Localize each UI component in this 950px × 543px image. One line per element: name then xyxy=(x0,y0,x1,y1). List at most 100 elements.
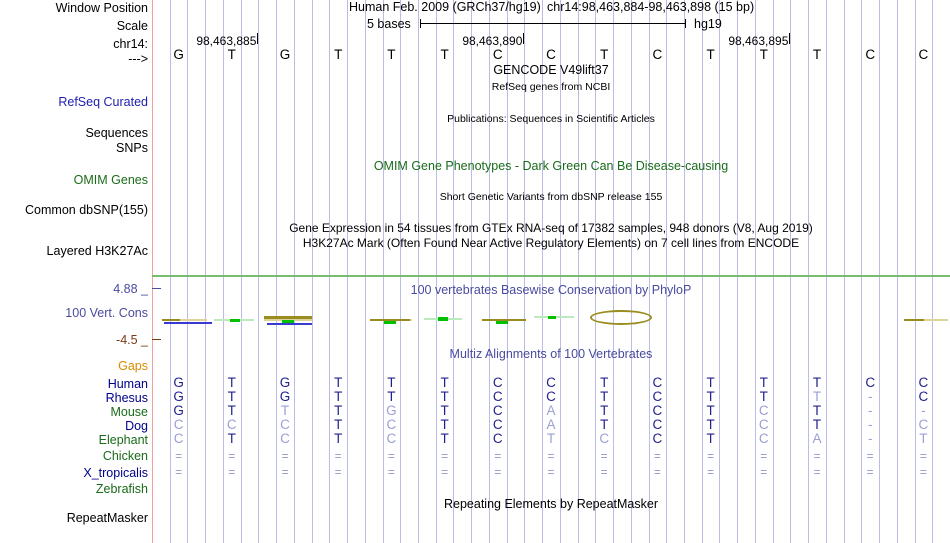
track-title-gencode[interactable]: GENCODE V49lift37 xyxy=(493,63,609,77)
alignment-base: T xyxy=(387,375,396,390)
label-layered-h3k27ac[interactable]: Layered H3K27Ac xyxy=(46,244,148,258)
label-100-vert-cons[interactable]: 100 Vert. Cons xyxy=(65,306,148,320)
alignment-base: C xyxy=(918,417,929,432)
alignment-base: = xyxy=(441,449,449,463)
alignment-base: C xyxy=(386,431,397,446)
alignment-base: = xyxy=(653,449,661,463)
alignment-base: T xyxy=(812,403,822,418)
label-omim-genes[interactable]: OMIM Genes xyxy=(73,173,148,187)
label-repeatmasker[interactable]: RepeatMasker xyxy=(66,511,148,525)
conservation-feature xyxy=(267,323,312,325)
alignment-base: C xyxy=(758,403,769,418)
conservation-feature xyxy=(482,319,526,321)
track-title-multiz[interactable]: Multiz Alignments of 100 Vertebrates xyxy=(449,347,653,361)
label-species-rhesus[interactable]: Rhesus xyxy=(105,391,148,405)
alignment-base: = xyxy=(228,449,236,463)
label-window-position[interactable]: Window Position xyxy=(55,1,148,15)
alignment-base: C xyxy=(758,417,769,432)
alignment-base: C xyxy=(546,375,556,390)
alignment-base: = xyxy=(281,449,289,463)
alignment-base: G xyxy=(279,389,291,404)
label-species-elephant[interactable]: Elephant xyxy=(98,433,148,447)
alignment-base: G xyxy=(173,375,184,390)
alignment-base: - xyxy=(867,431,873,446)
label-chrom[interactable]: chr14: xyxy=(113,37,148,51)
alignment-base: - xyxy=(867,417,873,432)
alignment-base: T xyxy=(600,417,609,432)
alignment-base: = xyxy=(547,465,555,479)
alignment-base: T xyxy=(334,417,343,432)
alignment-base: T xyxy=(440,375,449,390)
alignment-base: C xyxy=(173,431,184,446)
track-title-h3k27ac[interactable]: H3K27Ac Mark (Often Found Near Active Re… xyxy=(302,236,800,250)
alignment-base: = xyxy=(760,465,768,479)
label-species-mouse[interactable]: Mouse xyxy=(110,405,148,419)
label-common-dbsnp[interactable]: Common dbSNP(155) xyxy=(25,203,148,217)
track-title-omim[interactable]: OMIM Gene Phenotypes - Dark Green Can Be… xyxy=(373,159,729,173)
track-title-publications[interactable]: Publications: Sequences in Scientific Ar… xyxy=(447,113,655,125)
conservation-feature xyxy=(162,319,207,321)
conservation-feature xyxy=(162,319,180,321)
alignment-base: T xyxy=(706,375,715,390)
label-refseq-curated[interactable]: RefSeq Curated xyxy=(58,95,148,109)
alignment-base: C xyxy=(652,389,663,404)
alignment-base: T xyxy=(812,389,822,404)
conservation-feature xyxy=(230,319,240,322)
alignment-base: T xyxy=(706,431,715,446)
label-species-x-tropicalis[interactable]: X_tropicalis xyxy=(83,466,148,480)
alignment-base: C xyxy=(918,389,929,404)
alignment-base: T xyxy=(334,375,343,390)
alignment-base: T xyxy=(706,417,715,432)
label-strand-arrow[interactable]: ---> xyxy=(128,52,148,66)
alignment-base: = xyxy=(919,465,927,479)
alignment-base: T xyxy=(440,431,449,446)
reference-base: T xyxy=(387,47,396,62)
label-species-zebrafish[interactable]: Zebrafish xyxy=(95,482,148,496)
ruler-tick xyxy=(523,33,525,44)
ruler-tick xyxy=(789,33,791,44)
label-sequences[interactable]: Sequences xyxy=(85,126,148,140)
conservation-feature xyxy=(264,316,312,319)
alignment-base: T xyxy=(440,403,449,418)
alignment-base: = xyxy=(387,449,395,463)
alignment-base: = xyxy=(600,449,608,463)
cons-max-tick xyxy=(152,288,161,289)
alignment-base: C xyxy=(492,375,503,390)
alignment-base: = xyxy=(813,449,821,463)
alignment-base: T xyxy=(919,431,928,446)
label-snps[interactable]: SNPs xyxy=(116,141,148,155)
reference-base: C xyxy=(918,47,929,62)
alignment-base: C xyxy=(492,417,503,432)
label-scale[interactable]: Scale xyxy=(116,19,148,33)
track-title-phylop[interactable]: 100 vertebrates Basewise Conservation by… xyxy=(410,283,692,297)
alignment-base: C xyxy=(226,417,237,432)
label-species-human[interactable]: Human xyxy=(107,377,148,391)
alignment-base: C xyxy=(492,431,503,446)
alignment-base: = xyxy=(813,465,821,479)
alignment-base: A xyxy=(546,403,556,418)
label-column: Window Position Scale chr14: ---> RefSeq… xyxy=(0,0,152,543)
alignment-base: C xyxy=(652,403,663,418)
conservation-feature xyxy=(548,316,556,319)
alignment-base: C xyxy=(546,389,556,404)
track-title-refseq-ncbi[interactable]: RefSeq genes from NCBI xyxy=(491,81,611,93)
label-gaps[interactable]: Gaps xyxy=(118,359,148,373)
track-title-dbsnp[interactable]: Short Genetic Variants from dbSNP releas… xyxy=(439,191,663,203)
alignment-base: = xyxy=(760,449,768,463)
reference-base: C xyxy=(865,47,876,62)
reference-base: T xyxy=(227,47,236,62)
alignment-base: T xyxy=(706,389,715,404)
track-title-gtex[interactable]: Gene Expression in 54 tissues from GTEx … xyxy=(289,221,813,235)
alignment-base: C xyxy=(652,417,663,432)
alignment-base: A xyxy=(546,417,556,432)
conservation-feature xyxy=(904,319,924,321)
alignment-base: C xyxy=(652,431,663,446)
conservation-feature xyxy=(282,320,294,324)
track-title-repeatmasker[interactable]: Repeating Elements by RepeatMasker xyxy=(443,497,658,511)
reference-base: T xyxy=(759,47,768,62)
alignment-base: = xyxy=(707,449,715,463)
label-species-chicken[interactable]: Chicken xyxy=(102,449,148,463)
reference-base: T xyxy=(706,47,715,62)
label-species-dog[interactable]: Dog xyxy=(125,419,148,433)
